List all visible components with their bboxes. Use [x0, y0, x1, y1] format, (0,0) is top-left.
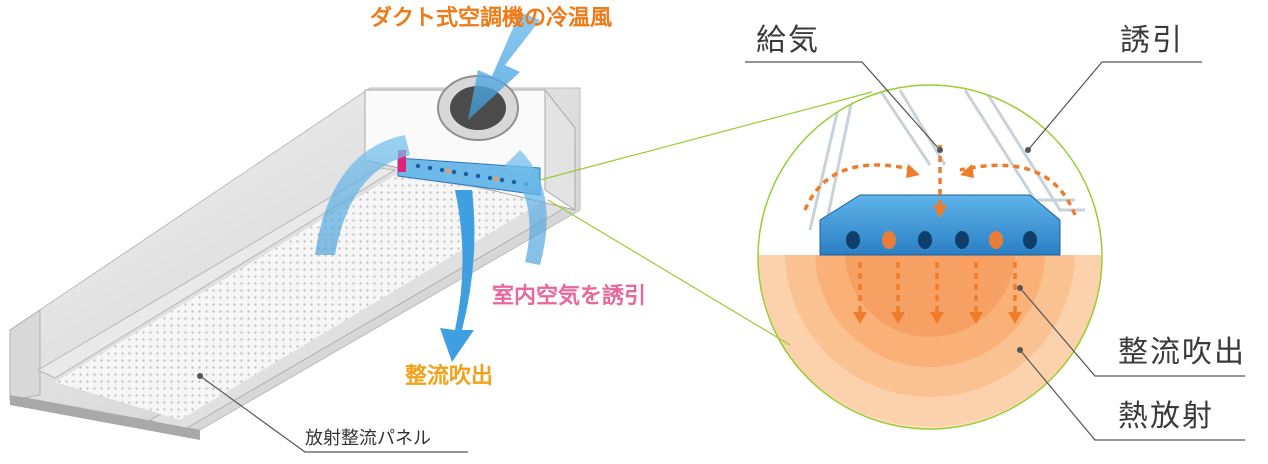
induce-room-air-label: 室内空気を誘引	[492, 284, 647, 309]
airflow-arrows	[315, 12, 547, 362]
ceiling-unit	[9, 75, 581, 440]
supply-label: 給気	[756, 23, 820, 58]
rectified-blow-right-label: 整流吹出	[1118, 335, 1246, 370]
heat-radiation-label: 熱放射	[1118, 399, 1214, 434]
leader-lines	[199, 61, 1245, 453]
induction-label: 誘引	[1120, 23, 1184, 58]
rectified-blow-left-label: 整流吹出	[405, 364, 494, 389]
zoom-connectors	[539, 91, 873, 346]
duct-air-label: ダクト式空調機の冷温風	[370, 6, 613, 31]
panel-label: 放射整流パネル	[305, 428, 431, 449]
zoom-circle	[757, 84, 1103, 430]
